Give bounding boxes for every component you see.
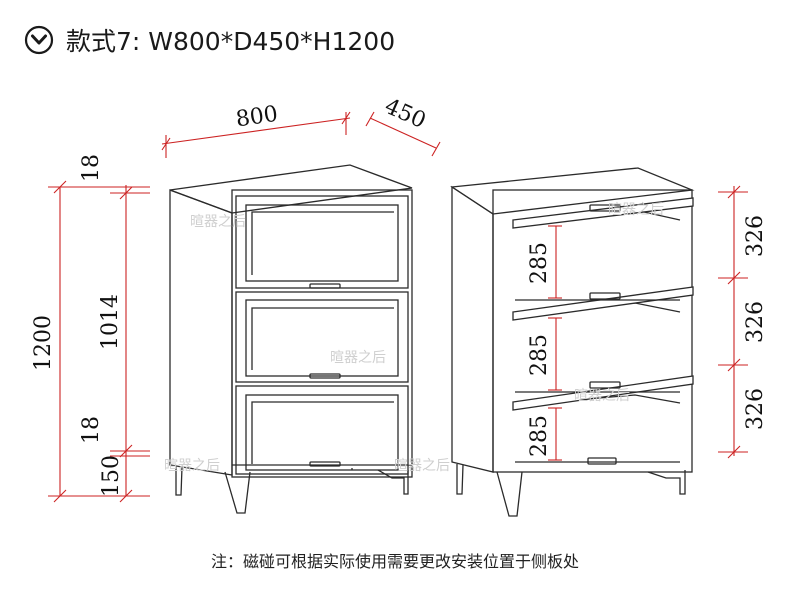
door-handle-3	[309, 461, 341, 467]
page-title: 款式7: W800*D450*H1200	[66, 27, 396, 56]
depth-label: 450	[381, 94, 430, 134]
shelf-spacing-label-1: 326	[743, 215, 768, 257]
shelf-spacing-label-3: 326	[743, 388, 768, 430]
watermark: 暄器之后	[164, 458, 220, 474]
installation-note: 注：磁碰可根据实际使用需要更改安装位置于侧板处	[210, 552, 579, 571]
side-cabinet	[450, 167, 695, 517]
door-handle-2	[309, 373, 341, 379]
watermark: 暄器之后	[330, 350, 386, 366]
clear-height-label-3: 285	[527, 415, 552, 457]
bottom-thickness-label: 18	[79, 416, 104, 444]
width-label: 800	[234, 102, 279, 133]
watermark: 暄器之后	[608, 202, 664, 218]
watermark: 暄器之后	[394, 458, 450, 474]
top-thickness-label: 18	[79, 154, 104, 182]
front-cabinet	[169, 164, 413, 514]
leg-height-label: 150	[99, 455, 124, 497]
side-dimension-lines	[548, 185, 748, 461]
door-handle-1	[309, 283, 341, 289]
shelf-spacing-label-2: 326	[743, 301, 768, 343]
body-height-label: 1014	[98, 294, 123, 350]
front-dimension-lines	[48, 111, 441, 503]
watermark: 暄器之后	[574, 388, 630, 404]
watermark: 暄器之后	[190, 214, 246, 230]
clear-height-label-1: 285	[527, 242, 552, 284]
total-height-label: 1200	[31, 315, 56, 371]
chevron-down-circle-icon	[24, 25, 54, 55]
header: 款式7: W800*D450*H1200	[24, 18, 395, 62]
clear-height-label-2: 285	[527, 334, 552, 376]
cabinet-dimension-drawing: 800 450 18 1200 1014 18 150 326 326 326 …	[31, 94, 768, 517]
